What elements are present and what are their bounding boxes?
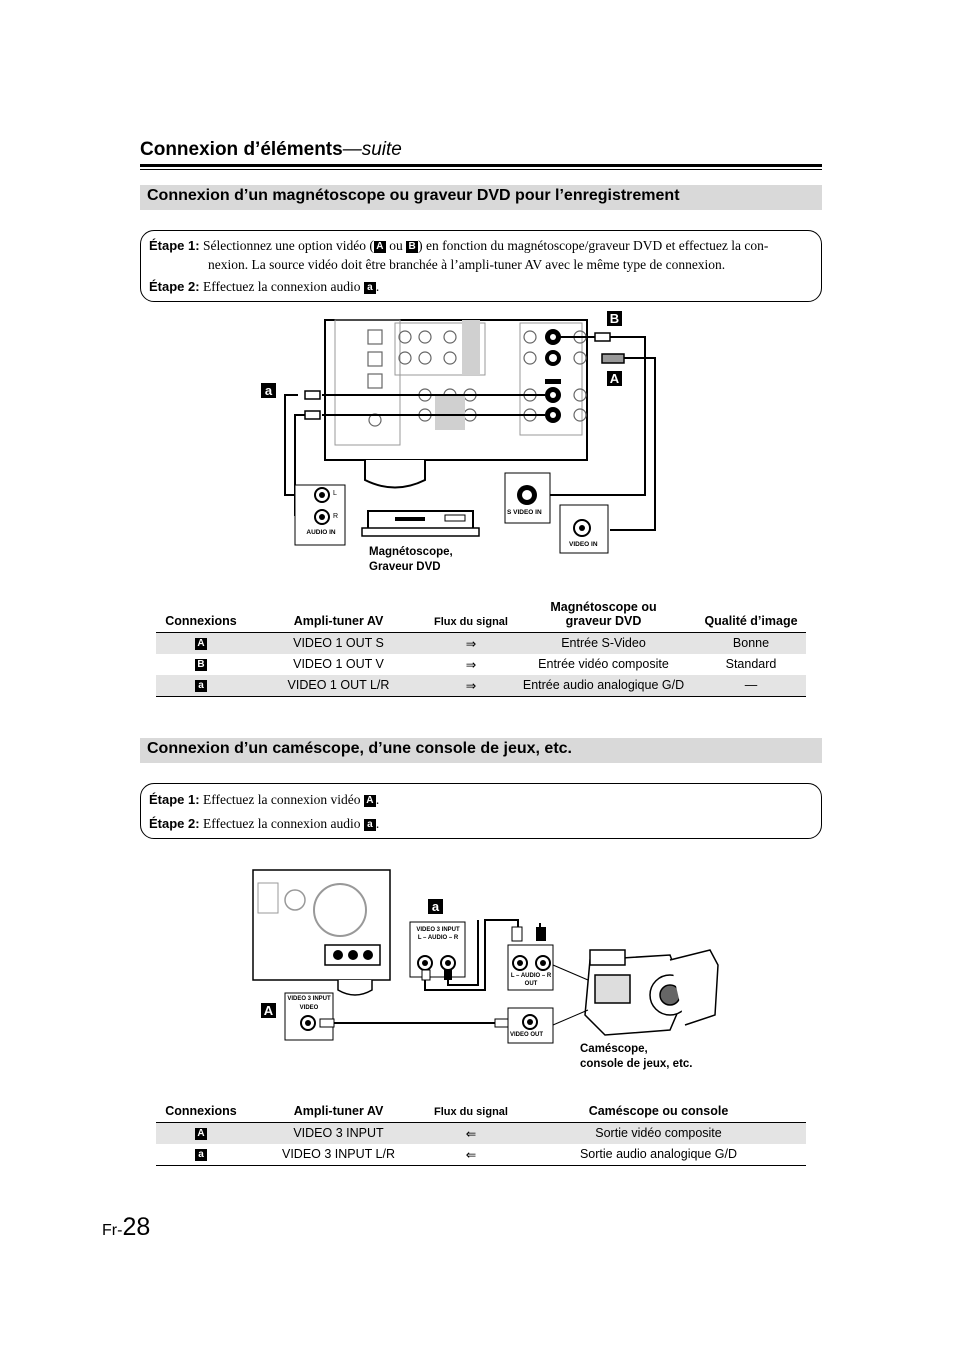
section1-steps: Étape 1: Sélectionnez une option vidéo (… [140,230,822,302]
step2: Étape 2: Effectuez la connexion audio a. [149,279,380,294]
title-rule [140,164,822,167]
diagram2-badge-A: A [261,1003,276,1018]
table-row: a VIDEO 1 OUT L/R ⇒ Entrée audio analogi… [156,674,806,697]
col-flux: Flux du signal [434,616,508,628]
badge-a: a [363,819,376,831]
diagram2-badge-a: a [428,899,443,914]
vcr-label: Magnétoscope,Graveur DVD [369,546,453,573]
camcorder-label: Caméscope,console de jeux, etc. [580,1043,693,1070]
video-in-label: VIDEO IN [569,541,598,548]
col-connexions: Connexions [165,1104,237,1118]
page-title: Connexion d’éléments—suite [140,139,402,160]
col-quality: Qualité d’image [704,614,798,628]
table-row: A VIDEO 1 OUT S ⇒ Entrée S-Video Bonne [156,632,806,654]
title-rule-thin [140,169,822,170]
section2-heading: Connexion d’un caméscope, d’une console … [140,738,822,763]
table-row: B VIDEO 1 OUT V ⇒ Entrée vidéo composite… [156,654,806,675]
title-suffix: —suite [342,139,402,160]
col-device: Caméscope ou console [588,1104,729,1118]
table-camcorder-connections: Connexions Ampli-tuner AV Flux du signal… [156,1100,806,1166]
audio-l-label: L [333,490,337,497]
audio-in-label: AUDIO IN [306,529,336,536]
section1-heading: Connexion d’un magnétoscope ou graveur D… [140,185,822,210]
diagram1-badge-a: a [261,383,276,398]
col-ampli: Ampli-tuner AV [293,1104,384,1118]
camcorder-icon [584,949,719,1036]
vcr-connection-diagram [284,319,656,554]
step1: Étape 1: Sélectionnez une option vidéo (… [149,238,769,253]
col-ampli: Ampli-tuner AV [293,614,384,628]
diagram1-badge-B: B [607,311,622,326]
badge-A: A [373,241,386,253]
badge-A: A [363,795,376,807]
s-video-in-label: S VIDEO IN [507,509,542,516]
audio-r-label: R [333,513,339,520]
col-flux: Flux du signal [434,1106,508,1118]
page-number: Fr-28 [102,1213,151,1241]
table-row: a VIDEO 3 INPUT L/R ⇐ Sortie audio analo… [156,1143,806,1166]
badge-B: B [406,241,419,253]
step2: Étape 2: Effectuez la connexion audio a. [149,816,380,831]
table-row: A VIDEO 3 INPUT ⇐ Sortie vidéo composite [156,1122,806,1144]
table-vcr-connections: Connexions Ampli-tuner AV Flux du signal… [156,595,806,697]
cam-video-out-label: VIDEO OUT [510,1032,544,1038]
camcorder-connection-diagram [252,869,719,1044]
step1-cont: nexion. La source vidéo doit être branch… [208,257,726,272]
diagram1-badge-A: A [607,371,622,386]
section2-steps: Étape 1: Effectuez la connexion vidéo A.… [140,783,822,839]
receiver-rear-panel [324,319,588,461]
step1: Étape 1: Effectuez la connexion vidéo A. [149,792,380,807]
badge-a: a [363,282,376,294]
col-connexions: Connexions [165,614,237,628]
